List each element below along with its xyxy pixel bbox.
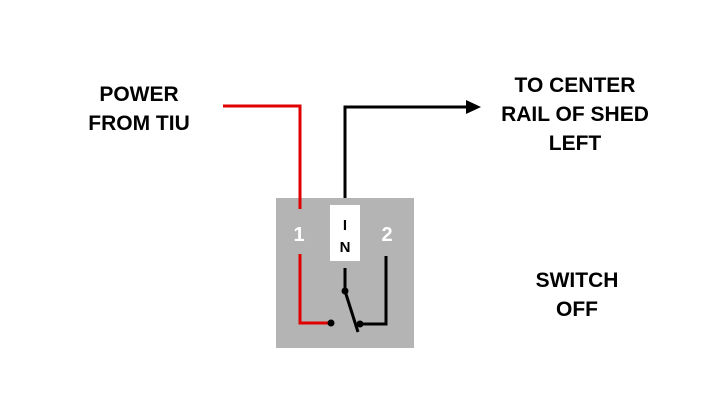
power-label-line1: POWER <box>99 83 178 106</box>
common-terminal-label-box <box>330 205 360 261</box>
terminal-2-contact <box>356 320 364 328</box>
destination-label-line1: TO CENTER <box>515 74 636 97</box>
output-wire <box>343 105 466 198</box>
common-terminal-label-bottom: N <box>340 239 351 256</box>
destination-label-line2: RAIL OF SHED <box>501 103 649 126</box>
terminal-2-label: 2 <box>381 224 392 246</box>
power-wire <box>223 104 302 209</box>
terminal-2-lead <box>361 256 388 326</box>
switch-state-label-line1: SWITCH <box>536 269 619 292</box>
power-label-line2: FROM TIU <box>88 112 189 135</box>
terminal-1-label: 1 <box>293 224 304 246</box>
terminal-1-contact <box>327 319 335 327</box>
destination-label-line3: LEFT <box>549 132 602 155</box>
terminal-1-lead <box>298 254 330 325</box>
output-arrow-icon <box>466 100 481 114</box>
switch-state-label-line2: OFF <box>556 298 598 321</box>
common-terminal-label-top: I <box>343 217 347 234</box>
switch-blade <box>343 290 360 333</box>
